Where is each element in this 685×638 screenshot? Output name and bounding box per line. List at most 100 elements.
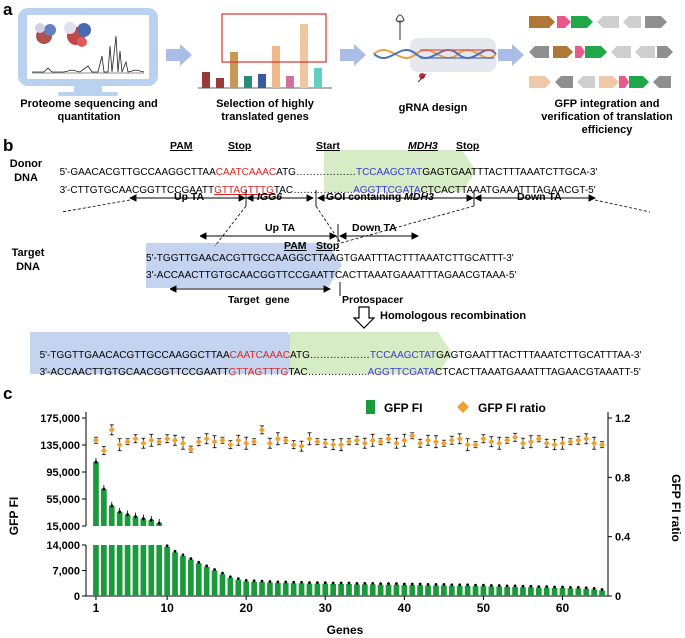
ratio-point	[314, 438, 321, 445]
y-tick-label-lower: 0	[74, 591, 80, 603]
ratio-point	[259, 426, 266, 433]
ratio-point	[219, 437, 226, 444]
ratio-point	[527, 438, 534, 445]
result-top-strand: 5'-TGGTTGAACACGTTGCCAAGGCTTAACAATCAAACAT…	[39, 350, 642, 361]
gfp-fi-bar	[575, 588, 582, 596]
homologous-recombination-arrow-icon	[352, 306, 376, 329]
gfp-fi-dot	[276, 580, 280, 584]
y-tick-label-upper: 55,000	[46, 494, 80, 506]
stop-label-donor-left: Stop	[228, 140, 252, 152]
gfp-fi-bar	[330, 583, 337, 596]
gfp-fi-dot	[157, 521, 161, 525]
ratio-point	[496, 440, 503, 447]
gfp-fi-bar	[417, 585, 424, 596]
result-blue-box	[30, 332, 302, 374]
ratio-point	[195, 438, 202, 445]
gfp-fi-bar	[567, 588, 574, 596]
gfp-fi-dot	[126, 513, 129, 516]
gfp-fi-dot	[331, 581, 335, 585]
legend-fi-swatch	[366, 400, 375, 414]
gfp-fi-dot	[434, 583, 438, 586]
ratio-point	[599, 441, 606, 448]
ratio-point	[409, 432, 416, 439]
gfp-integration-gene-arrows	[529, 16, 673, 88]
down-ta-label-target: Down TA	[352, 222, 397, 234]
y-tick-label-right: 0.8	[615, 472, 630, 484]
ratio-point	[274, 435, 281, 442]
gfp-fi-bar	[164, 546, 170, 596]
target-homology-arrows	[200, 224, 420, 242]
gfp-fi-dot	[545, 585, 549, 589]
gfp-fi-dot	[584, 586, 588, 590]
gfp-fi-dot	[482, 583, 485, 587]
gfp-fi-dot	[402, 582, 406, 586]
gfp-fi-dot	[371, 581, 375, 585]
gfp-fi-bar	[496, 586, 503, 596]
gfp-fi-dot	[205, 564, 209, 568]
gfp-fi-bar	[520, 587, 526, 596]
gfp-fi-bar	[211, 570, 218, 596]
donor-green-box	[324, 150, 476, 192]
ratio-point	[504, 437, 511, 444]
gfp-fi-bar	[227, 577, 234, 596]
gfp-chart: 175,000135,00095,00055,00015,00014,0007,…	[7, 400, 683, 637]
ratio-point	[464, 441, 471, 448]
gfp-fi-dot	[197, 560, 201, 564]
gfp-fi-dot	[395, 582, 398, 586]
gfp-fi-bar	[369, 584, 376, 596]
ratio-point	[385, 435, 392, 442]
gfp-fi-bar	[306, 583, 313, 596]
gfp-fi-bar	[148, 545, 155, 596]
ratio-point	[108, 426, 115, 433]
ratio-point	[338, 441, 345, 448]
gfp-fi-dot	[576, 585, 580, 589]
ratio-point	[440, 440, 447, 447]
gfp-fi-bar	[180, 555, 186, 596]
gfp-fi-bar	[591, 589, 597, 596]
gfp-fi-dot	[339, 581, 343, 585]
target-gene-label: Target gene	[228, 294, 290, 306]
flow-arrow-icon	[166, 44, 192, 66]
gfp-fi-dot	[521, 584, 525, 588]
ratio-point	[235, 437, 242, 444]
gfp-fi-bar	[512, 586, 518, 596]
y-tick-label-lower: 14,000	[46, 540, 80, 552]
gfp-fi-dot	[363, 581, 367, 585]
gfp-fi-dot	[497, 584, 501, 587]
gfp-fi-bar	[488, 586, 495, 596]
gfp-fi-dot	[355, 581, 359, 585]
gfp-fi-dot	[173, 549, 177, 553]
gfp-fi-dot	[94, 460, 98, 464]
panel-b-label: b	[3, 136, 14, 155]
gfp-fi-dot	[110, 504, 114, 508]
gfp-fi-bar	[243, 581, 250, 596]
gfp-fi-dot	[529, 584, 533, 588]
gfp-fi-bar	[132, 545, 139, 596]
ratio-point	[132, 435, 139, 442]
x-tick-label: 10	[160, 601, 174, 615]
gfp-fi-bar	[259, 582, 265, 596]
gfp-fi-dot	[142, 517, 145, 520]
mass-spectrum-line	[32, 35, 145, 73]
gfp-fi-dot	[181, 553, 185, 557]
donor-top-strand: 5'-GAACACGTTGCCAAGGCTTAACAATCAAACATG……………	[59, 167, 598, 178]
gfp-fi-bar	[124, 545, 131, 596]
gfp-fi-bar	[583, 588, 590, 596]
x-tick-label: 60	[556, 601, 570, 615]
gfp-fi-bar	[156, 545, 163, 596]
ratio-point	[551, 441, 558, 448]
gfp-fi-bar	[140, 545, 147, 596]
legend-fi-label: GFP FI	[384, 401, 422, 415]
donor-region-arrows	[61, 190, 650, 247]
gfp-fi-bar	[203, 566, 210, 596]
gfp-fi-dot	[387, 582, 390, 586]
x-axis-label: Genes	[327, 623, 364, 637]
hr-label: Homologous recombination	[380, 310, 527, 322]
mdh3-label-donor: MDH3	[408, 140, 438, 152]
ratio-point	[567, 438, 574, 445]
gfp-fi-bar	[456, 585, 463, 596]
start-label-donor: Start	[316, 140, 340, 152]
ratio-point	[100, 447, 107, 454]
y-tick-label-upper: 15,000	[46, 521, 80, 533]
